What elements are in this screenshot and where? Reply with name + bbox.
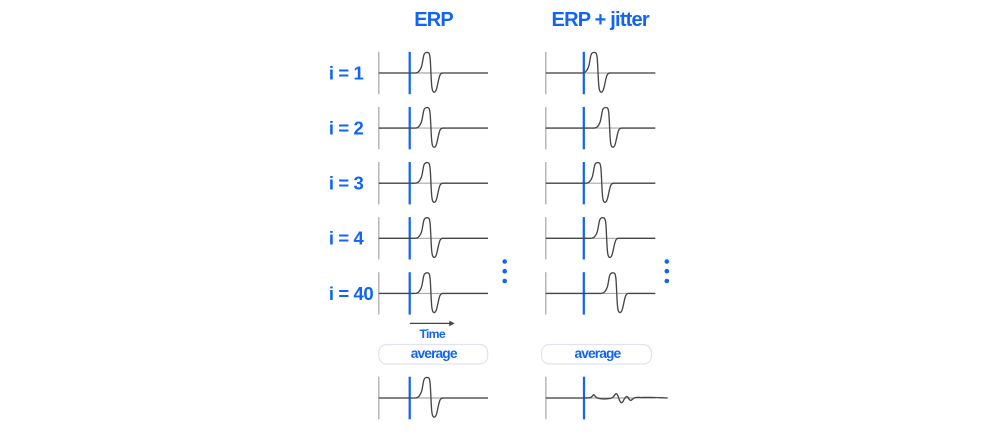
svg-text:i = 40: i = 40 [329,283,374,304]
svg-text:average: average [574,346,621,361]
svg-text:i = 2: i = 2 [329,118,364,139]
svg-text:average: average [411,346,458,361]
svg-text:ERP + jitter: ERP + jitter [552,9,650,31]
svg-text:i = 4: i = 4 [329,228,365,249]
svg-text:ERP: ERP [414,9,453,31]
svg-text:i = 1: i = 1 [329,62,364,83]
svg-text:i = 3: i = 3 [329,173,364,194]
svg-text:Time: Time [419,327,445,341]
